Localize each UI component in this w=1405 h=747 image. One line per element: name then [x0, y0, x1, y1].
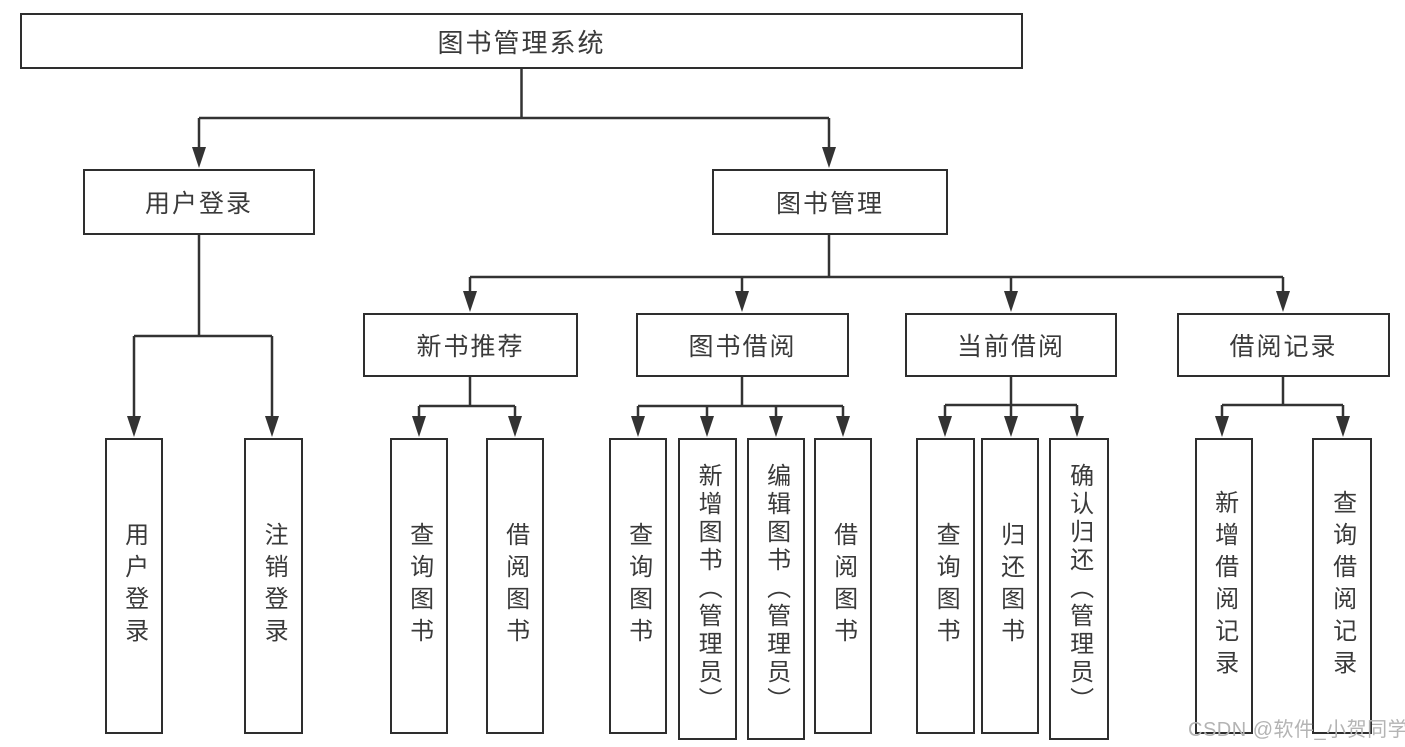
leaf-logout: 注销登录 [244, 438, 303, 734]
node-label: 新书推荐 [416, 333, 525, 361]
leaf-confirm-return-admin: 确认归还（管理员） [1049, 438, 1109, 740]
node-new-book-recommend: 新书推荐 [363, 313, 578, 377]
leaf-user-login: 用户登录 [105, 438, 163, 734]
node-label: 图书管理系统 [437, 27, 606, 58]
node-label: 图书借阅 [688, 333, 797, 361]
node-label: 图书管理 [775, 190, 884, 218]
leaf-query-books-1: 查询图书 [390, 438, 448, 734]
leaf-label: 查询借阅记录 [1328, 490, 1356, 682]
connector-wire-paths [132, 69, 1345, 419]
leaf-query-borrow-record: 查询借阅记录 [1312, 438, 1372, 734]
node-user-login: 用户登录 [83, 169, 315, 235]
leaf-label: 新增借阅记录 [1210, 490, 1238, 682]
leaf-label: 查询图书 [624, 522, 652, 650]
node-borrowing-records: 借阅记录 [1177, 313, 1390, 377]
leaf-borrow-books-2: 借阅图书 [814, 438, 872, 734]
leaf-query-books-2: 查询图书 [609, 438, 667, 734]
leaf-label: 用户登录 [120, 522, 148, 650]
node-label: 借阅记录 [1229, 333, 1338, 361]
leaf-label: 注销登录 [260, 522, 288, 650]
leaf-query-books-3: 查询图书 [916, 438, 975, 734]
leaf-label: 新增图书（管理员） [694, 463, 722, 715]
leaf-add-book-admin: 新增图书（管理员） [678, 438, 737, 740]
leaf-label: 编辑图书（管理员） [762, 463, 790, 715]
watermark: CSDN @软件_小贺同学 [1188, 719, 1405, 741]
node-book-management: 图书管理 [712, 169, 948, 235]
node-book-borrowing: 图书借阅 [636, 313, 849, 377]
node-label: 当前借阅 [956, 333, 1065, 361]
node-label: 用户登录 [144, 190, 253, 218]
node-library-management-system: 图书管理系统 [20, 13, 1023, 69]
arrowhead-icon [127, 147, 1350, 437]
leaf-label: 借阅图书 [501, 522, 529, 650]
leaf-add-borrow-record: 新增借阅记录 [1195, 438, 1253, 734]
leaf-label: 归还图书 [996, 522, 1024, 650]
leaf-edit-book-admin: 编辑图书（管理员） [747, 438, 805, 740]
leaf-return-book: 归还图书 [981, 438, 1039, 734]
leaf-label: 查询图书 [932, 522, 960, 650]
node-current-borrowing: 当前借阅 [905, 313, 1117, 377]
leaf-label: 借阅图书 [829, 522, 857, 650]
leaf-label: 确认归还（管理员） [1065, 463, 1093, 715]
leaf-label: 查询图书 [405, 522, 433, 650]
leaf-borrow-books-1: 借阅图书 [486, 438, 544, 734]
